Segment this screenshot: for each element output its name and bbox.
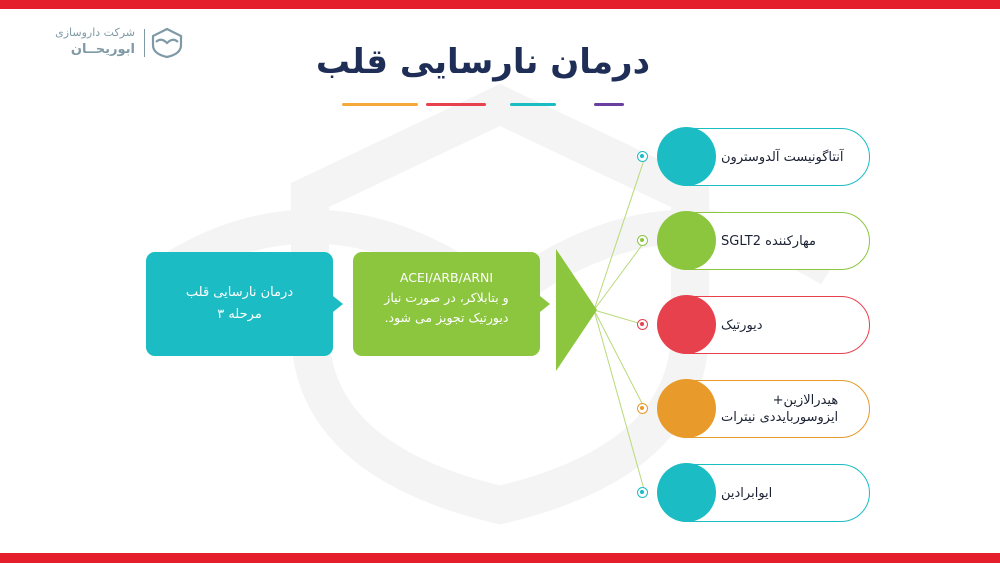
top-red-bar (0, 0, 1000, 9)
option-4-dot (637, 403, 648, 414)
stage-box-line2: مرحله ۳ (217, 307, 262, 322)
option-hydralazine-isosorbide: هیدرالازین+ ایزوسوربایددی نیترات (657, 379, 870, 438)
option-3-circle (657, 295, 716, 354)
stage-box-pointer (333, 296, 343, 312)
title-underline-purple (594, 103, 624, 106)
option-4-label: هیدرالازین+ ایزوسوربایددی نیترات (721, 381, 859, 437)
option-1-circle (657, 127, 716, 186)
bottom-red-bar (0, 553, 1000, 563)
title-underline-red (426, 103, 486, 106)
title-underline-teal (510, 103, 556, 106)
page-title: درمان نارسایی قلب (315, 42, 651, 82)
option-3-dot (637, 319, 648, 330)
option-1-label: آنتاگونیست آلدوسترون (721, 149, 844, 165)
option-2-label: مهارکننده SGLT2 (721, 233, 816, 249)
title-underline-orange (342, 103, 418, 106)
option-aldosterone-antagonist: آنتاگونیست آلدوسترون (657, 127, 870, 186)
stage-3-box: درمان نارسایی قلب مرحله ۳ (146, 252, 333, 356)
option-2-circle (657, 211, 716, 270)
shield-heart-icon (151, 27, 183, 59)
company-logo: شرکت داروسازی ابوریحــان (55, 24, 193, 64)
therapy-box: ACEI/ARB/ARNI و بتابلاکر، در صورت نیاز د… (353, 252, 540, 356)
option-5-circle (657, 463, 716, 522)
therapy-box-line2: و بتابلاکر، در صورت نیاز (384, 290, 509, 305)
option-4-label-line1: هیدرالازین+ (772, 393, 839, 408)
option-5-dot (637, 487, 648, 498)
option-4-circle (657, 379, 716, 438)
logo-divider (144, 29, 145, 57)
option-sglt2-inhibitor: مهارکننده SGLT2 (657, 211, 870, 270)
option-3-label: دیورتیک (721, 317, 763, 333)
therapy-box-line3: دیورتیک تجویز می شود. (384, 310, 509, 325)
option-4-label-line2: ایزوسوربایددی نیترات (721, 410, 839, 425)
chevron-arrow (556, 249, 597, 371)
stage-box-line1: درمان نارسایی قلب (185, 285, 294, 300)
option-5-label: ایوابرادین (721, 485, 773, 501)
logo-company-text: شرکت داروسازی (55, 26, 135, 39)
logo-brand-text: ابوریحــان (70, 42, 135, 57)
option-diuretic: دیورتیک (657, 295, 870, 354)
option-1-dot (637, 151, 648, 162)
option-ivabradine: ایوابرادین (657, 463, 870, 522)
option-2-dot (637, 235, 648, 246)
therapy-box-pointer (540, 296, 550, 312)
therapy-box-line1: ACEI/ARB/ARNI (399, 270, 494, 285)
